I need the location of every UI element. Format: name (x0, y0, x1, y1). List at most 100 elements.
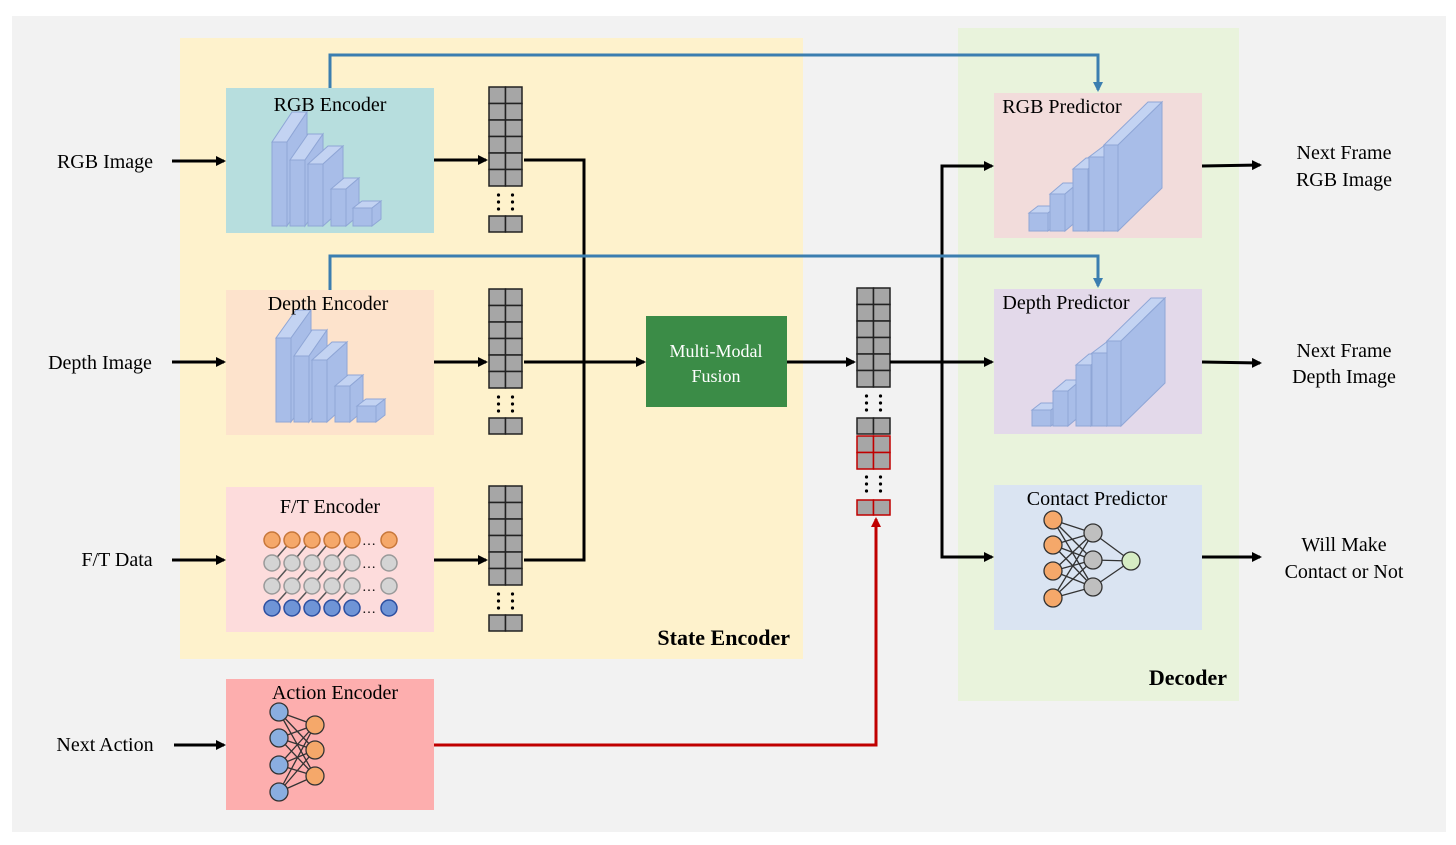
fusion-label-line-1: Multi-Modal (670, 341, 763, 361)
depth-feature-vector-cell (488, 304, 507, 323)
ft-to-fusion-line (524, 362, 586, 562)
latent-action-ellipsis-dot (878, 489, 883, 493)
ft-feature-vector-tail-cell (504, 614, 523, 632)
ft-feature-vector-cell (488, 485, 507, 504)
rgb-cnn-predictor-icon (1027, 100, 1164, 233)
rgb-feature-vector-cell (488, 102, 507, 121)
rgb-feature-vector-cell (504, 86, 523, 105)
latent-feature-vector-cell (872, 353, 891, 372)
depth-feature-vector-cell (488, 337, 507, 356)
depth-cnn-predictor-icon (1030, 296, 1167, 428)
action-encoder-box (226, 679, 434, 810)
rgb-feature-vector-cell (488, 135, 507, 154)
rgb-predictor-out-arrow (1201, 160, 1262, 171)
ft-feature-vector-cell (504, 534, 523, 553)
depth-feature-vector-tail-cell (488, 417, 507, 435)
rgb-feature-vector-tail-cell (504, 215, 523, 233)
ft-feature-vector-cell (488, 501, 507, 520)
state-encoder-section-title: State Encoder (657, 625, 790, 650)
depth-feature-vector-ellipsis-dot (496, 402, 501, 406)
contact-output-line-1: Will Make (1301, 534, 1386, 556)
depth-feature-vector-cell (504, 337, 523, 356)
rgb-predictor-title: RGB Predictor (1002, 96, 1122, 118)
rgb-feature-vector-ellipsis-dot (510, 193, 515, 197)
data-flow-arrows (172, 155, 1262, 750)
rgb-to-fusion-line (524, 158, 586, 362)
ft-ellipsis-glyphs: … … … … (362, 534, 376, 617)
fusion-label-line-2: Fusion (691, 366, 740, 386)
ft-feature-vector-cell (488, 534, 507, 553)
rgb-feature-vector-ellipsis-dot (496, 207, 501, 211)
latent-action-ellipsis-dot (878, 475, 883, 479)
latent-feature-vector-cell (856, 353, 875, 372)
ellipsis-row-4: … (362, 602, 376, 617)
rgb-feature-vector-cell (488, 86, 507, 105)
rgb-feature-vector-tail-cell (488, 215, 507, 233)
latent-ellipsis-dot (864, 401, 869, 405)
depth-output-line-2: Depth Image (1292, 366, 1396, 388)
rgb-feature-vector-cell (504, 152, 523, 171)
latent-feature-vector-cell (856, 287, 875, 306)
ellipsis-row-2: … (362, 557, 376, 572)
skip-connection-arrows (328, 53, 1103, 290)
latent-action-cell (872, 435, 891, 454)
depth-feature-vector-cell (504, 370, 523, 389)
latent-ellipsis-dot (864, 408, 869, 412)
depth-image-label: Depth Image (48, 352, 152, 374)
latent-ellipsis-dot (878, 401, 883, 405)
contact-predictor-network-icon (1043, 510, 1141, 608)
depth-feature-vector-cell (504, 304, 523, 323)
ft-encoder-network-icon (263, 531, 398, 617)
latent-feature-vector-cell (872, 320, 891, 339)
rgb-feature-vector-cell (488, 152, 507, 171)
rgb-feature-vector-cell (504, 135, 523, 154)
latent-feature-vector-cell (872, 303, 891, 322)
rgb-feature-vector-ellipsis-dot (510, 207, 515, 211)
latent-state-tail-cell (856, 417, 875, 435)
ft-feature-vector-ellipsis-dot (496, 592, 501, 596)
ft-feature-vector-cell (488, 551, 507, 570)
latent-action-tail-cell (872, 499, 891, 516)
action-encoder-network-icon (269, 702, 325, 802)
feature-vectors (488, 86, 891, 632)
rgb-feature-vector-ellipsis-dot (496, 193, 501, 197)
action-to-latent-arrow (434, 517, 881, 747)
depth-feature-vector-ellipsis-dot (510, 395, 515, 399)
ft-feature-vector-cell (504, 518, 523, 537)
depth-feature-vector-cell (504, 321, 523, 340)
depth-predictor-title: Depth Predictor (1002, 292, 1130, 314)
depth-feature-vector-tail-cell (504, 417, 523, 435)
ft-feature-vector-ellipsis-dot (510, 606, 515, 610)
ft-feature-vector-cell (488, 518, 507, 537)
depth-cnn-encoder-icon (275, 308, 387, 424)
contact-predictor-title: Contact Predictor (1027, 488, 1168, 510)
latent-feature-vector-cell (872, 336, 891, 355)
depth-feature-vector-ellipsis-dot (510, 409, 515, 413)
rgb-feature-vector-cell (488, 168, 507, 187)
depth-feature-vector-cell (488, 321, 507, 340)
ft-feature-vector-cell (504, 567, 523, 586)
rgb-feature-vector-cell (504, 168, 523, 187)
depth-feature-vector-cell (504, 288, 523, 307)
fusion-box (646, 316, 787, 407)
rgb-feature-vector-ellipsis-dot (496, 200, 501, 204)
latent-action-cell (872, 451, 891, 470)
rgb-feature-vector-cell (504, 119, 523, 138)
ft-feature-vector-ellipsis-dot (496, 599, 501, 603)
ft-feature-vector-cell (488, 567, 507, 586)
latent-action-ellipsis-dot (864, 475, 869, 479)
latent-action-cell (856, 451, 875, 470)
latent-state-tail-cell (872, 417, 891, 435)
latent-feature-vector-cell (856, 303, 875, 322)
latent-feature-vector-cell (872, 287, 891, 306)
depth-skip-arrow (328, 254, 1103, 290)
latent-to-rgb-predictor-arrow (940, 161, 994, 362)
latent-to-contact-predictor-arrow (940, 362, 994, 562)
depth-feature-vector-ellipsis-dot (496, 395, 501, 399)
rgb-skip-arrow (328, 53, 1103, 92)
ft-feature-vector-ellipsis-dot (510, 599, 515, 603)
latent-feature-vector-cell (856, 336, 875, 355)
latent-ellipsis-dot (878, 394, 883, 398)
